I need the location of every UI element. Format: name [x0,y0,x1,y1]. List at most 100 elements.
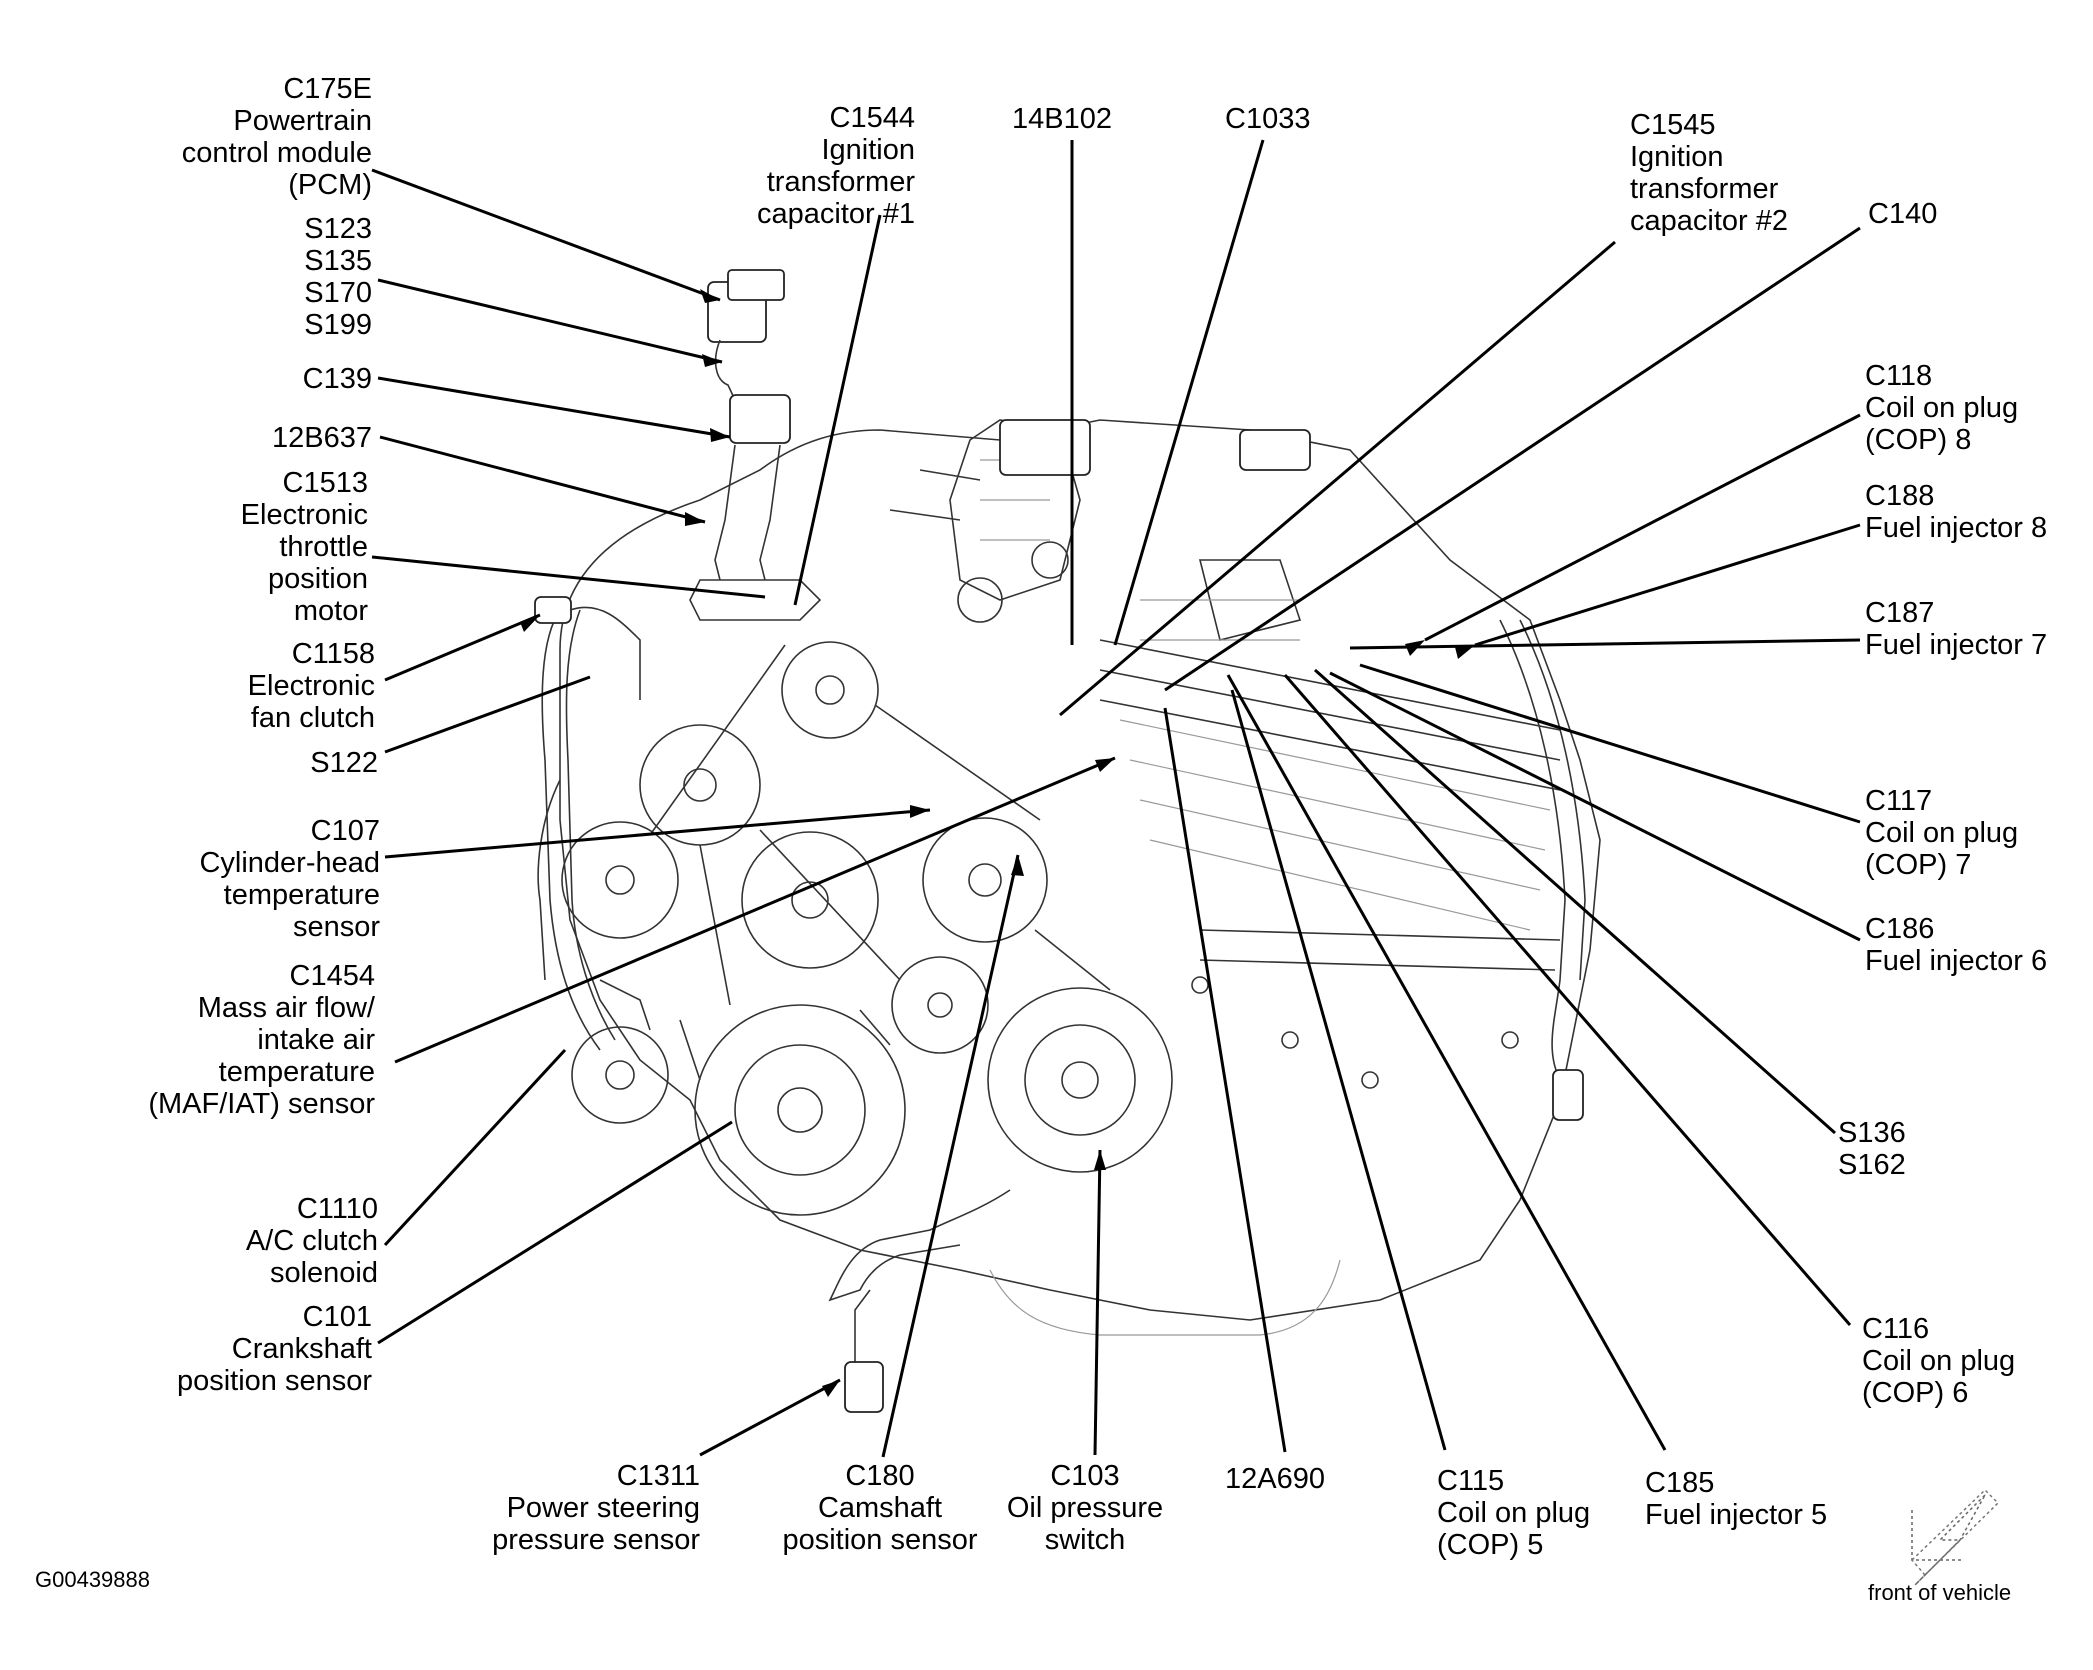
leader-c101 [377,1120,733,1345]
callout-c188-line: C188 [1865,480,1934,512]
arrowhead-c1311 [822,1380,840,1397]
callout-c115-line: (COP) 5 [1437,1529,1543,1561]
leader-c175e [371,168,721,302]
leader-c1544 [793,214,882,606]
callout-c116-line: (COP) 6 [1862,1377,1968,1409]
callout-c118-line: C118 [1865,360,1932,392]
callout-c101-line: Crankshaft [232,1333,372,1365]
callout-c186-line: Fuel injector 6 [1865,945,2047,977]
callout-c107-line: temperature [224,879,380,911]
callout-c1545-line: Ignition [1630,141,1724,173]
leader-lines [371,139,1861,1458]
leader-12a690 [1163,707,1287,1453]
callout-c1311-line: C1311 [617,1460,700,1492]
callout-c1544-line: capacitor #1 [757,198,915,230]
callout-s-group-line: S170 [304,277,372,309]
leader-c139 [377,376,731,439]
leader-c1033 [1113,139,1265,646]
leader-s136-s162 [1314,668,1836,1135]
callout-c1158-line: Electronic [248,670,375,702]
callout-c175e-line: control module [182,137,372,169]
leader-c1158 [384,613,541,682]
arrowhead-c188 [1455,645,1475,659]
callout-c116-line: Coil on plug [1862,1345,2015,1377]
leader-c117 [1359,663,1861,824]
leader-c185 [1226,674,1667,1451]
callout-c1544-line: transformer [767,166,916,198]
callout-12a690: 12A690 [1225,1463,1325,1495]
callout-c1545-line: transformer [1630,173,1779,205]
callout-c1545-line: C1545 [1630,109,1715,141]
leader-c1513 [371,555,766,599]
callout-c117-line: (COP) 7 [1865,849,1971,881]
callout-c1311-line: pressure sensor [492,1524,700,1556]
callout-c1544-line: C1544 [830,102,915,134]
leader-c180 [881,854,1020,1458]
leader-c1545 [1059,240,1616,717]
callout-c107-line: sensor [293,911,380,943]
leader-c1110 [383,1048,567,1247]
figure-id: G00439888 [35,1567,150,1592]
callout-c115-line: C115 [1437,1465,1504,1497]
callout-c1110-line: A/C clutch [246,1225,378,1257]
callout-c117-line: Coil on plug [1865,817,2018,849]
front-of-vehicle-label: front of vehicle [1868,1580,2011,1605]
callout-14b102-line: 14B102 [1012,103,1112,135]
callout-c1513-line: motor [294,595,368,627]
callout-c103-line: C103 [1050,1460,1119,1492]
callout-c187-line: C187 [1865,597,1934,629]
callout-c1158-line: fan clutch [251,702,375,734]
callout-s136-s162-line: S162 [1838,1149,1906,1181]
callout-c180-line: C180 [845,1460,914,1492]
callout-c180-line: Camshaft [818,1492,942,1524]
arrowhead-c118 [1405,640,1425,656]
callout-c139-line: C139 [303,363,372,395]
callout-c1454-line: (MAF/IAT) sensor [148,1088,375,1120]
callout-c1110-line: C1110 [297,1193,378,1225]
engine-illustration [534,269,1601,1413]
callout-c1513-line: Electronic [241,499,368,531]
leader-c186 [1329,671,1861,942]
callout-c1513-line: position [268,563,368,595]
callout-c1513-line: throttle [279,531,368,563]
leader-c187 [1349,638,1861,650]
leader-12b637 [379,435,706,524]
callout-c1033-line: C1033 [1225,103,1310,135]
callout-14b102: 14B102 [1012,103,1112,135]
callout-c118-line: Coil on plug [1865,392,2018,424]
callout-c1513-line: C1513 [283,467,368,499]
arrowhead-c1158 [520,615,540,632]
leader-c115 [1230,689,1447,1451]
leader-c103 [1093,1149,1102,1456]
callout-c1454-line: intake air [257,1024,375,1056]
callout-c1454-line: Mass air flow/ [198,992,376,1024]
callout-s122-line: S122 [310,747,378,779]
arrowhead-c103 [1094,1150,1106,1170]
callout-c116-line: C116 [1862,1313,1929,1345]
callout-c1454-line: temperature [219,1056,375,1088]
callout-c188-line: Fuel injector 8 [1865,512,2047,544]
callout-12b637-line: 12B637 [272,422,372,454]
callout-c187-line: Fuel injector 7 [1865,629,2047,661]
callout-c1545-line: capacitor #2 [1630,205,1788,237]
leader-c118 [1424,413,1861,642]
front-of-vehicle-arrow-icon [1910,1488,2000,1586]
callout-12b637: 12B637 [272,422,372,454]
callout-c175e-line: Powertrain [233,105,372,137]
